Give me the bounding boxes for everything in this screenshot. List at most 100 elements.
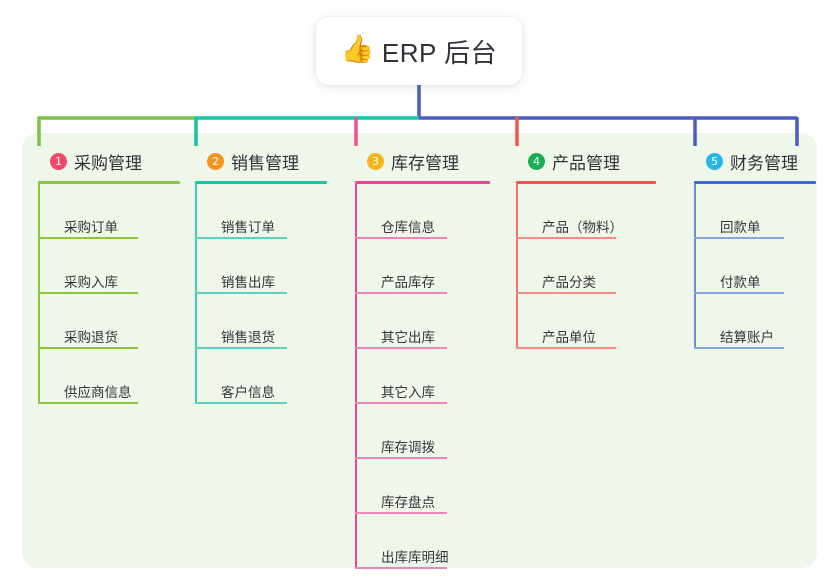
- root-node-title: ERP 后台: [381, 37, 498, 68]
- background-panel: [22, 133, 817, 568]
- list-item-underline: [355, 292, 447, 294]
- list-item[interactable]: 库存盘点: [355, 459, 490, 514]
- list-item-underline: [694, 347, 784, 349]
- list-item-underline: [516, 292, 616, 294]
- column-header-3[interactable]: 3 库存管理: [355, 148, 490, 174]
- column-badge-3: 3: [367, 152, 384, 170]
- list-item-underline: [355, 567, 447, 569]
- list-item-underline: [195, 237, 287, 239]
- list-item[interactable]: 产品分类: [516, 239, 656, 294]
- list-item-label: 结算账户: [720, 330, 774, 346]
- column-spine: [694, 184, 696, 349]
- list-item-label: 采购退货: [64, 330, 118, 346]
- root-node-card[interactable]: 👍 ERP 后台: [316, 17, 522, 85]
- list-item-underline: [38, 292, 138, 294]
- list-item-underline: [355, 457, 447, 459]
- list-item-label: 产品分类: [542, 275, 596, 291]
- list-item-label: 销售出库: [221, 275, 275, 291]
- column-库存管理: 3 库存管理仓库信息产品库存其它出库其它入库库存调拨库存盘点出库库明细: [355, 148, 490, 569]
- list-item-underline: [195, 402, 287, 404]
- list-item-label: 客户信息: [221, 385, 275, 401]
- list-item-underline: [516, 347, 616, 349]
- list-item-label: 采购订单: [64, 220, 118, 236]
- list-item-label: 其它入库: [381, 385, 435, 401]
- list-item-label: 供应商信息: [64, 385, 132, 401]
- column-badge-5: 5: [706, 152, 723, 170]
- list-item[interactable]: 结算账户: [694, 294, 816, 349]
- column-title: 库存管理: [391, 153, 459, 173]
- list-item[interactable]: 库存调拨: [355, 404, 490, 459]
- list-item[interactable]: 销售订单: [195, 184, 327, 239]
- column-spine: [38, 184, 40, 404]
- column-财务管理: 5 财务管理回款单付款单结算账户: [694, 148, 816, 349]
- list-item-label: 产品单位: [542, 330, 596, 346]
- list-item[interactable]: 客户信息: [195, 349, 327, 404]
- list-item-underline: [355, 512, 447, 514]
- column-items: 产品（物料） 产品分类产品单位: [516, 184, 656, 349]
- column-badge-1: 1: [50, 152, 67, 170]
- list-item-label: 产品库存: [381, 275, 435, 291]
- list-item-label: 销售订单: [221, 220, 275, 236]
- column-title: 产品管理: [552, 153, 620, 173]
- list-item-underline: [38, 347, 138, 349]
- list-item-label: 销售退货: [221, 330, 275, 346]
- list-item[interactable]: 回款单: [694, 184, 816, 239]
- column-items: 仓库信息产品库存其它出库其它入库库存调拨库存盘点出库库明细: [355, 184, 490, 569]
- column-spine: [355, 184, 357, 569]
- list-item-label: 产品（物料）: [542, 220, 623, 236]
- list-item-label: 库存调拨: [381, 440, 435, 456]
- list-item[interactable]: 销售出库: [195, 239, 327, 294]
- list-item[interactable]: 其它出库: [355, 294, 490, 349]
- column-underline: [355, 181, 490, 184]
- list-item-label: 回款单: [720, 220, 761, 236]
- column-items: 回款单付款单结算账户: [694, 184, 816, 349]
- column-items: 采购订单采购入库采购退货供应商信息: [38, 184, 180, 404]
- column-产品管理: 4 产品管理产品（物料） 产品分类产品单位: [516, 148, 656, 349]
- column-销售管理: 2 销售管理销售订单销售出库销售退货客户信息: [195, 148, 327, 404]
- column-header-4[interactable]: 4 产品管理: [516, 148, 656, 174]
- list-item-label: 采购入库: [64, 275, 118, 291]
- list-item[interactable]: 产品库存: [355, 239, 490, 294]
- column-items: 销售订单销售出库销售退货客户信息: [195, 184, 327, 404]
- list-item[interactable]: 供应商信息: [38, 349, 180, 404]
- list-item[interactable]: 出库库明细: [355, 514, 490, 569]
- list-item-label: 出库库明细: [381, 550, 449, 566]
- column-spine: [516, 184, 518, 349]
- list-item[interactable]: 产品单位: [516, 294, 656, 349]
- list-item-underline: [195, 347, 287, 349]
- list-item[interactable]: 产品（物料）: [516, 184, 656, 239]
- column-header-2[interactable]: 2 销售管理: [195, 148, 327, 174]
- column-underline: [694, 181, 816, 184]
- column-spine: [195, 184, 197, 404]
- list-item[interactable]: 付款单: [694, 239, 816, 294]
- list-item-underline: [38, 237, 138, 239]
- thumbs-up-emoji: 👍: [340, 34, 375, 64]
- column-underline: [38, 181, 180, 184]
- list-item-underline: [355, 237, 447, 239]
- list-item-label: 其它出库: [381, 330, 435, 346]
- column-title: 销售管理: [231, 153, 299, 173]
- column-badge-2: 2: [207, 152, 224, 170]
- column-header-5[interactable]: 5 财务管理: [694, 148, 816, 174]
- list-item[interactable]: 其它入库: [355, 349, 490, 404]
- column-title: 财务管理: [730, 153, 798, 173]
- list-item-underline: [694, 237, 784, 239]
- list-item-underline: [516, 237, 616, 239]
- list-item[interactable]: 采购退货: [38, 294, 180, 349]
- list-item[interactable]: 采购订单: [38, 184, 180, 239]
- column-underline: [195, 181, 327, 184]
- list-item-label: 库存盘点: [381, 495, 435, 511]
- list-item[interactable]: 仓库信息: [355, 184, 490, 239]
- column-badge-4: 4: [528, 152, 545, 170]
- column-underline: [516, 181, 656, 184]
- list-item-label: 付款单: [720, 275, 761, 291]
- list-item-underline: [694, 292, 784, 294]
- list-item[interactable]: 销售退货: [195, 294, 327, 349]
- list-item-underline: [355, 402, 447, 404]
- list-item[interactable]: 采购入库: [38, 239, 180, 294]
- list-item-underline: [38, 402, 138, 404]
- list-item-label: 仓库信息: [381, 220, 435, 236]
